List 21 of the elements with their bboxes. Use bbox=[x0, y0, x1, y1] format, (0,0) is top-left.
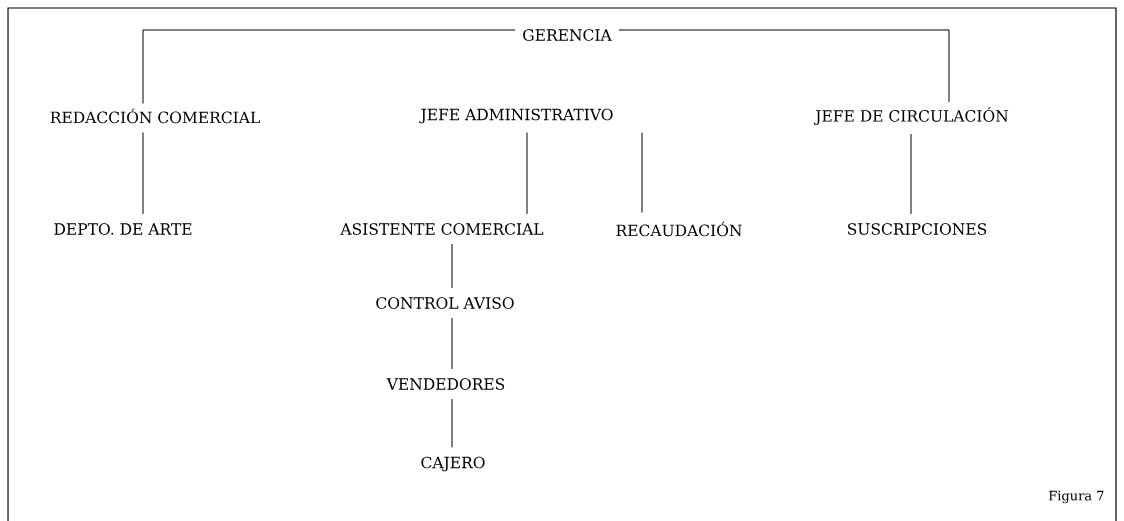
position-label: CAJERO bbox=[421, 456, 485, 472]
connector-line bbox=[910, 133, 912, 215]
connector-line bbox=[451, 317, 453, 370]
position-label: JEFE ADMINISTRATIVO bbox=[419, 108, 613, 124]
position-label: CONTROL AVISO bbox=[376, 297, 514, 309]
position-label: VENDEDORES bbox=[386, 378, 505, 390]
position-label: GERENCIA bbox=[523, 29, 612, 41]
position-label: ASISTENTE COMERCIAL bbox=[340, 223, 544, 235]
connector-line bbox=[142, 29, 516, 104]
connector-line bbox=[618, 29, 950, 103]
position-label: RECAUDACIÓN bbox=[616, 221, 742, 237]
position-label: JEFE DE CIRCULACIÓN bbox=[813, 107, 1009, 125]
connector-line bbox=[451, 243, 453, 289]
connector-line bbox=[526, 132, 528, 215]
connector-line bbox=[451, 398, 453, 448]
position-label: DEPTO. DE ARTE bbox=[54, 223, 192, 235]
figure-label: Figura 7 bbox=[1048, 490, 1104, 504]
position-label: REDACCIÓN COMERCIAL bbox=[50, 108, 260, 124]
position-label: SUSCRIPCIONES bbox=[848, 223, 987, 235]
connector-line bbox=[641, 132, 643, 213]
connector-line bbox=[142, 132, 144, 215]
